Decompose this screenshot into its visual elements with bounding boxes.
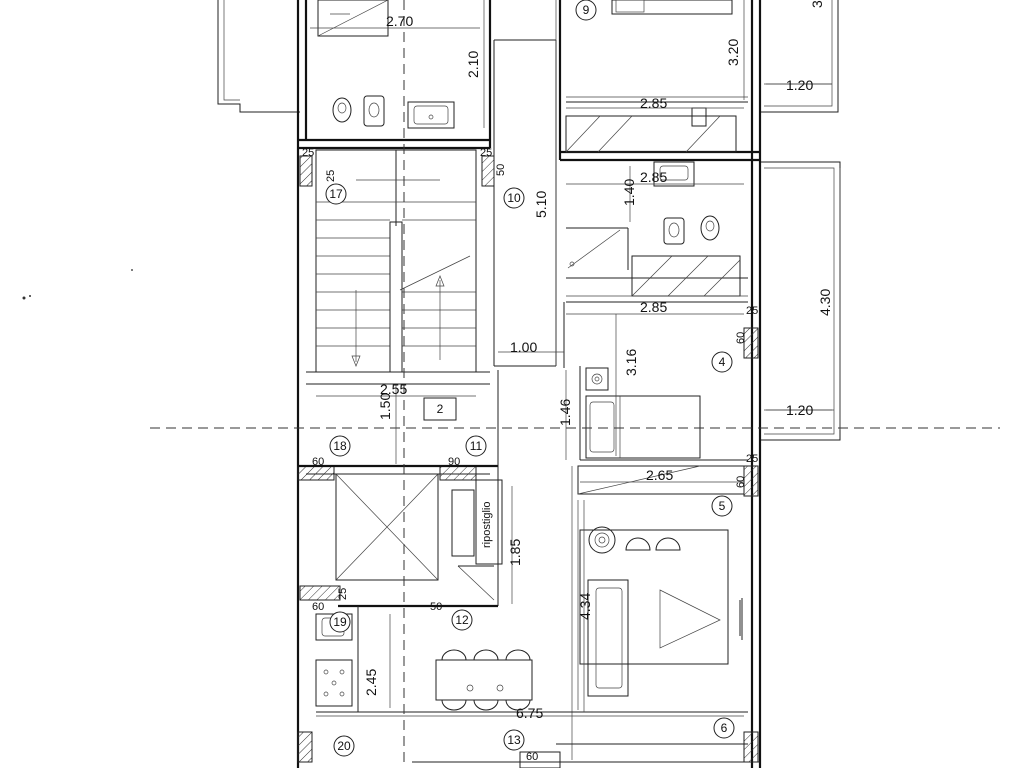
dim-4-30: 4.30 [817, 289, 833, 316]
room-9 [566, 0, 748, 103]
dim-small-50-b: 50 [430, 601, 442, 613]
svg-text:18: 18 [333, 439, 347, 453]
bathroom-right [566, 161, 748, 279]
room-number-9: 9 [575, 0, 597, 21]
svg-text:2: 2 [437, 402, 444, 416]
living-room-5 [571, 465, 745, 760]
dim-5-10: 5.10 [533, 191, 549, 218]
dim-1-00: 1.00 [510, 339, 537, 355]
dim-2-85-a: 2.85 [640, 95, 667, 111]
balcony-top-left [217, 0, 300, 113]
svg-text:9: 9 [583, 3, 590, 17]
balcony-top-right [760, 0, 839, 113]
dim-3-20: 3.20 [725, 39, 741, 66]
dim-small-60-c: 60 [735, 476, 747, 488]
svg-text:11: 11 [470, 439, 483, 453]
axis-lines [150, 0, 1000, 768]
room-number-20: 20 [333, 735, 355, 757]
svg-text:10: 10 [507, 191, 521, 205]
room-number-17: 17 [325, 183, 347, 205]
dim-small-60-e: 60 [526, 751, 538, 763]
dim-2-70: 2.70 [386, 13, 413, 29]
dim-small-60-a: 60 [735, 332, 747, 344]
dim-2-65: 2.65 [646, 467, 673, 483]
dim-2-45: 2.45 [363, 669, 379, 696]
bathroom-top-left [317, 0, 455, 129]
dim-small-50-a: 50 [495, 164, 507, 176]
dim-small-25-a: 25 [302, 147, 314, 159]
dim-small-60-d: 60 [312, 601, 324, 613]
room-number-18: 18 [329, 435, 351, 457]
bedroom-4 [563, 302, 748, 461]
dim-3-16: 3.16 [623, 349, 639, 376]
dim-2-10: 2.10 [465, 51, 481, 78]
dim-small-25-f: 25 [337, 588, 349, 600]
kitchen-dining [315, 606, 760, 768]
dim-2-85-c: 2.85 [640, 299, 667, 315]
dim-1-20-top: 1.20 [786, 77, 813, 93]
lift-shaft [298, 370, 503, 608]
dim-1-50: 1.50 [377, 393, 393, 420]
dim-6-75: 6.75 [516, 705, 543, 721]
svg-text:5: 5 [719, 499, 726, 513]
svg-text:13: 13 [507, 733, 521, 747]
dim-small-25-d: 25 [746, 305, 758, 317]
dim-1-85: 1.85 [507, 539, 523, 566]
stairs-17 [306, 149, 490, 421]
dim-small-25-e: 25 [746, 453, 758, 465]
dim-small-25-c: 25 [325, 170, 337, 182]
dimension-lines [310, 0, 841, 717]
room-number-11: 11 [465, 435, 487, 457]
dim-small-25-b: 25 [480, 147, 492, 159]
dim-small-60-b: 60 [312, 456, 324, 468]
scan-speck [22, 269, 133, 300]
svg-text:4: 4 [719, 355, 726, 369]
dim-1-46: 1.46 [557, 399, 573, 426]
room-number-10: 10 [503, 187, 525, 209]
room-number-5: 5 [711, 495, 733, 517]
wall-stubs [297, 155, 759, 763]
wardrobe-middle [566, 255, 748, 303]
dim-2-55: 2.55 [380, 381, 407, 397]
svg-text:19: 19 [333, 615, 347, 629]
storage-label: ripostiglio [481, 502, 493, 548]
room-number-19: 19 [329, 611, 351, 633]
svg-text:12: 12 [455, 613, 469, 627]
dim-1-20-right: 1.20 [786, 402, 813, 418]
dim-1-40: 1.40 [621, 179, 637, 206]
room-number-12: 12 [451, 609, 473, 631]
room-number-13: 13 [503, 729, 525, 751]
svg-text:17: 17 [329, 187, 343, 201]
svg-text:20: 20 [337, 739, 351, 753]
svg-text:6: 6 [721, 721, 728, 735]
dim-3-partial: 3 [809, 0, 825, 8]
dim-small-90: 90 [448, 456, 460, 468]
room-number-4: 4 [711, 351, 733, 373]
wardrobe-top [565, 107, 737, 153]
dim-4-34: 4.34 [577, 593, 593, 620]
dim-2-85-b: 2.85 [640, 169, 667, 185]
room-number-2: 2 [437, 402, 444, 416]
room-number-6: 6 [713, 717, 735, 739]
